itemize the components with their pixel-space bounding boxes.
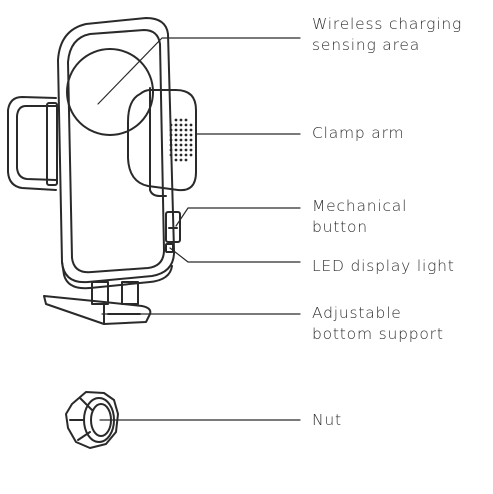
label-line: LED display light bbox=[312, 257, 455, 275]
label-line: Mechanical bbox=[312, 197, 408, 215]
label-mechanical-button: Mechanical button bbox=[312, 196, 407, 238]
nut bbox=[65, 391, 119, 449]
label-line: Adjustable bbox=[312, 304, 402, 322]
holder-body bbox=[57, 17, 176, 290]
label-line: bottom support bbox=[312, 325, 444, 343]
label-adjustable-support: Adjustable bottom support bbox=[312, 303, 444, 345]
adjustable-bottom-support bbox=[43, 281, 152, 325]
label-line: Nut bbox=[312, 411, 342, 429]
label-line: button bbox=[312, 218, 368, 236]
right-clamp-arm bbox=[127, 87, 197, 197]
label-line: sensing area bbox=[312, 36, 421, 54]
wireless-charging-area bbox=[66, 48, 154, 136]
clamp-speaker-dots bbox=[169, 118, 193, 162]
left-clamp-arm bbox=[7, 96, 58, 191]
leader-led bbox=[169, 247, 301, 263]
mechanical-button bbox=[165, 211, 181, 243]
leader-mechanical bbox=[175, 207, 301, 227]
led-display-light bbox=[165, 243, 174, 253]
label-line: Clamp arm bbox=[312, 124, 405, 142]
label-line: Wireless charging bbox=[312, 15, 463, 33]
leader-wireless bbox=[97, 37, 301, 105]
label-nut: Nut bbox=[312, 410, 342, 431]
label-led-display: LED display light bbox=[312, 256, 455, 277]
label-clamp-arm: Clamp arm bbox=[312, 123, 404, 144]
leader-lines bbox=[97, 37, 301, 421]
label-wireless-charging: Wireless charging sensing area bbox=[312, 14, 462, 56]
